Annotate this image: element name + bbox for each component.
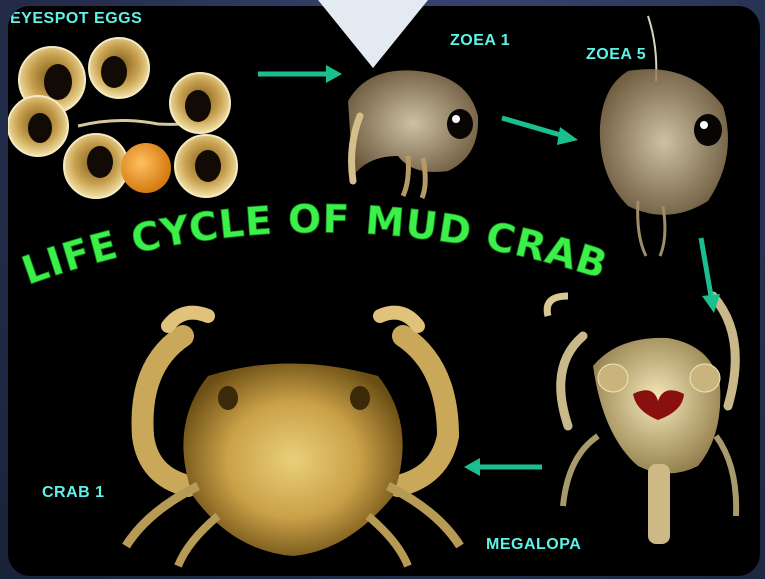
image-panel: EYESPOT EGGS ZOEA 1 ZOEA 5 CRAB 1 MEGALO… — [8, 6, 760, 576]
arrow-zoea5-to-megalopa — [701, 238, 720, 313]
arrow-megalopa-to-crab1 — [464, 458, 542, 476]
label-megalopa: MEGALOPA — [486, 536, 581, 554]
crab1-illustration — [126, 313, 460, 566]
zoea1-illustration — [348, 70, 478, 198]
label-crab1: CRAB 1 — [42, 484, 105, 502]
arrow-zoea1-to-zoea5 — [502, 118, 578, 145]
callout-pointer — [0, 0, 765, 70]
illustration-layer — [8, 6, 760, 576]
megalopa-illustration — [547, 296, 736, 544]
